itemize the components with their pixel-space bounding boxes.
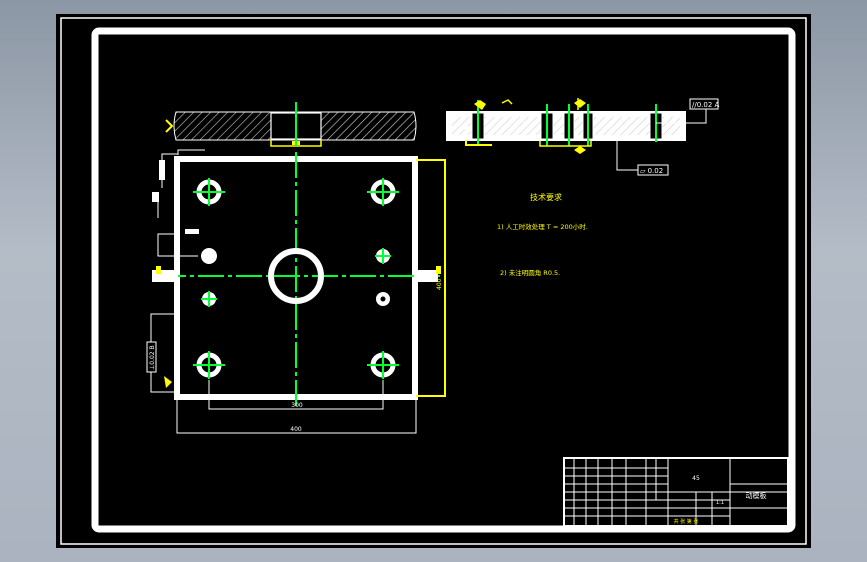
side-nub-left bbox=[152, 270, 178, 282]
tech-line-1: 1) 人工时效处理 T = 200小时. bbox=[497, 222, 588, 231]
inner-border bbox=[91, 27, 796, 533]
center-bore bbox=[268, 248, 324, 304]
plan-view: ⊥0.02 B 400 300 400 bbox=[146, 149, 446, 434]
title-block bbox=[563, 457, 789, 527]
guide-hole-bottom-left bbox=[193, 351, 225, 379]
tolerance-text-top: //0.02 A bbox=[692, 101, 720, 109]
title-drawing-name: 动模板 bbox=[746, 491, 767, 500]
guide-hole-top-left bbox=[193, 178, 225, 206]
title-sheet: 共 张 第 张 bbox=[674, 518, 699, 525]
title-scale: 1:1 bbox=[716, 500, 724, 506]
tolerance-frame-bottom bbox=[637, 164, 669, 176]
dim-bottom-inner bbox=[208, 380, 384, 410]
tech-line-2: 2) 未注明圆角 R0.5. bbox=[500, 268, 560, 277]
dim-bottom-outer-label: 400 bbox=[290, 426, 302, 433]
screw-hole-4 bbox=[376, 292, 390, 306]
screw-hole-3 bbox=[201, 291, 217, 307]
section-view-side: //0.02 A ▱ 0.02 bbox=[446, 98, 720, 176]
tolerance-frame-top bbox=[689, 98, 719, 110]
tolerance-text-bottom: ▱ 0.02 bbox=[640, 167, 663, 175]
side-tolerance-text: ⊥0.02 B bbox=[149, 345, 156, 370]
outer-border bbox=[60, 17, 807, 545]
dim-bottom-outer bbox=[176, 398, 417, 434]
section-left-arrow bbox=[165, 119, 174, 133]
guide-hole-top-right bbox=[367, 178, 399, 206]
side-tolerance-frame bbox=[146, 341, 157, 373]
guide-hole-bottom-right bbox=[367, 351, 399, 379]
dim-left-upper bbox=[157, 149, 205, 257]
tech-title: 技术要求 bbox=[530, 192, 562, 202]
title-material: 45 bbox=[692, 475, 700, 482]
technical-requirements: 技术要求 1) 人工时效处理 T = 200小时. 2) 未注明圆角 R0.5. bbox=[497, 192, 588, 277]
section-view-top bbox=[165, 102, 417, 147]
dim-bottom-inner-label: 300 bbox=[291, 402, 303, 409]
dim-right bbox=[416, 159, 446, 397]
dim-right-label: 400 bbox=[436, 278, 443, 290]
side-nub-right bbox=[414, 270, 438, 282]
screw-hole-2 bbox=[375, 248, 391, 264]
screw-hole-1 bbox=[201, 248, 217, 264]
leader-bottom bbox=[616, 141, 638, 171]
